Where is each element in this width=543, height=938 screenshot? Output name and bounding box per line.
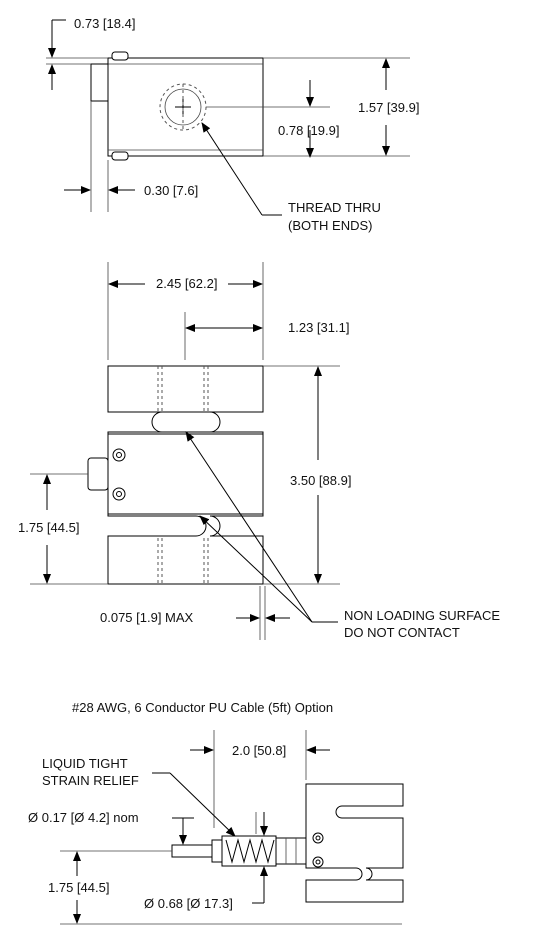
- fitting-nut: [275, 837, 307, 865]
- cable-view: #28 AWG, 6 Conductor PU Cable (5ft) Opti…: [28, 700, 404, 925]
- dim-offset-label: 0.73 [18.4]: [74, 16, 135, 31]
- non-loading-note-line1: NON LOADING SURFACE: [344, 608, 500, 623]
- front-view-connector: [87, 457, 109, 491]
- cable: [171, 844, 213, 858]
- dim-cable-dia-label: Ø 0.17 [Ø 4.2] nom: [28, 810, 139, 825]
- screw-top: [112, 448, 126, 462]
- dim-height-label: 1.57 [39.9]: [358, 100, 419, 115]
- top-view-connector: [90, 63, 109, 102]
- cable-view-body: [305, 783, 404, 903]
- dim-connector-label: 0.30 [7.6]: [144, 183, 198, 198]
- dim-total-height-label: 3.50 [88.9]: [290, 473, 351, 488]
- dim-width-label: 2.45 [62.2]: [156, 276, 217, 291]
- dim-half-height-label: 1.75 [44.5]: [18, 520, 79, 535]
- screw-bottom: [112, 487, 126, 501]
- relief-note-line1: LIQUID TIGHT: [42, 756, 128, 771]
- strain-relief: [221, 835, 277, 867]
- dim-relief-dia-label: Ø 0.68 [Ø 17.3]: [144, 896, 233, 911]
- cable-dim-half-height-label: 1.75 [44.5]: [48, 880, 109, 895]
- dim-length-label: 2.0 [50.8]: [232, 743, 286, 758]
- non-loading-note-line2: DO NOT CONTACT: [344, 625, 460, 640]
- relief-note-line2: STRAIN RELIEF: [42, 773, 139, 788]
- dim-half-width-label: 1.23 [31.1]: [288, 320, 349, 335]
- dim-center-label: 0.78 [19.9]: [278, 123, 339, 138]
- dim-gap-label: 0.075 [1.9] MAX: [100, 610, 194, 625]
- thread-note-line1: THREAD THRU: [288, 200, 381, 215]
- s-beam-body: [107, 365, 264, 585]
- thread-note-line2: (BOTH ENDS): [288, 218, 373, 233]
- top-view: 0.73 [18.4] 1.57 [39.9] 0.78 [19.9] 0.30…: [46, 16, 419, 233]
- front-view: 2.45 [62.2] 1.23 [31.1] 3.50 [88.9] 1.75…: [18, 262, 500, 640]
- cable-option-title: #28 AWG, 6 Conductor PU Cable (5ft) Opti…: [72, 700, 333, 715]
